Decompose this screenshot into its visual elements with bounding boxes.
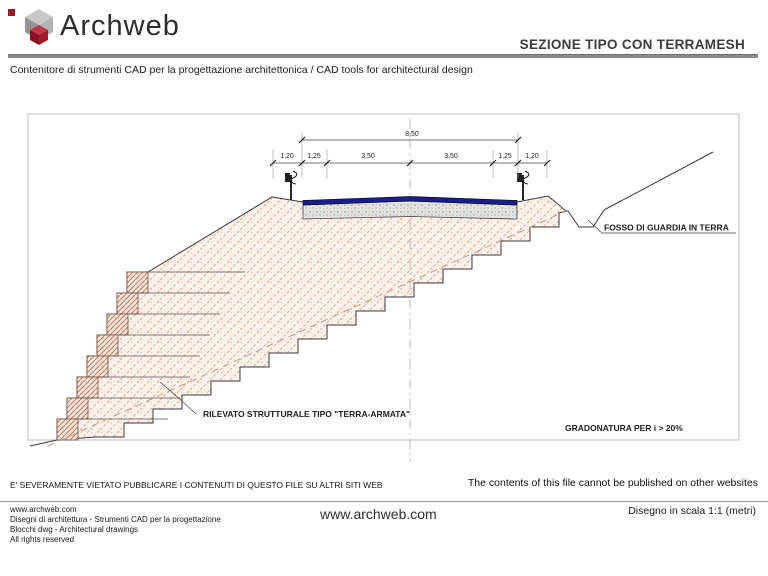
dim-seg-4: 3,50 <box>444 153 458 160</box>
embankment-leader-line <box>159 381 197 415</box>
disclaimer-italian: E' SEVERAMENTE VIETATO PUBBLICARE I CONT… <box>10 480 383 490</box>
site-info-line: All rights reserved <box>10 535 75 544</box>
site-info-block: www.archweb.com Disegni di architettura … <box>10 505 221 545</box>
footer-site-link[interactable]: www.archweb.com <box>320 506 437 522</box>
reinforcement-lines <box>78 271 245 420</box>
site-info-line: Disegni di architettura - Strumenti CAD … <box>10 515 221 524</box>
ditch-label: FOSSO DI GUARDIA IN TERRA <box>604 223 729 233</box>
dim-seg-6: 1,20 <box>525 153 539 160</box>
embankment-label: RILEVATO STRUTTURALE TIPO "TERRA-ARMATA" <box>203 409 410 419</box>
archweb-logo-icon[interactable] <box>22 6 58 48</box>
guardrail-right <box>517 170 530 200</box>
natural-slope-line <box>603 151 714 211</box>
tagline: Contenitore di strumenti CAD per la prog… <box>10 64 473 76</box>
drawing-frame <box>27 113 740 441</box>
dim-seg-5: 1,25 <box>498 153 512 160</box>
page-title: SEZIONE TIPO CON TERRAMESH <box>519 37 745 52</box>
ditch-leader-line <box>587 219 736 234</box>
embankment-fill <box>56 195 568 441</box>
road-pavement <box>302 196 518 206</box>
dim-seg-3: 3,50 <box>361 153 375 160</box>
ditch-outline <box>566 209 605 228</box>
dimension-lines: 8,50 1,20 1,25 3,50 3,50 1,25 1,20 <box>269 131 551 178</box>
site-info-line: www.archweb.com <box>10 505 77 514</box>
terramesh-blocks <box>56 271 149 441</box>
disclaimer-english: The contents of this file cannot be publ… <box>467 477 758 489</box>
scale-note: Disegno in scala 1:1 (metri) <box>628 505 756 517</box>
ground-line-left <box>29 439 58 447</box>
benching-label: GRADONATURA PER i > 20% <box>565 423 683 433</box>
annotation-labels: FOSSO DI GUARDIA IN TERRA RILEVATO STRUT… <box>159 219 736 433</box>
brand-title: Archweb <box>60 10 180 42</box>
footer-rule <box>0 501 768 502</box>
guardrail-left <box>285 170 298 200</box>
dim-total: 8,50 <box>405 131 419 138</box>
header-rule <box>8 54 758 58</box>
dim-seg-1: 1,20 <box>280 153 294 160</box>
dim-seg-2: 1,25 <box>307 153 321 160</box>
site-info-line: Blocchi dwg - Architectural drawings <box>10 525 139 534</box>
original-ground-dashed-line <box>47 210 567 447</box>
red-square-icon <box>8 9 15 16</box>
